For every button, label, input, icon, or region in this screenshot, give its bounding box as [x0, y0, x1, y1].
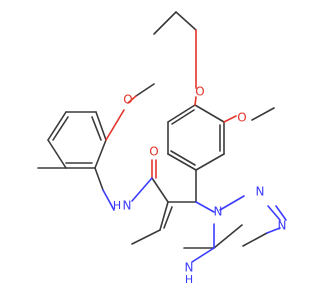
methoxy-oxygen-label-right: O	[237, 111, 246, 125]
carbonyl-oxygen-label: O	[149, 145, 158, 159]
nitrogen-bonds	[102, 177, 287, 263]
atom-labels: O O O O N H N N N N H	[113, 85, 287, 287]
oxygen-bonds	[105, 29, 237, 179]
amide-hydrogen-label: H	[113, 199, 121, 212]
ring-nitrogen-label-bottom: N	[185, 261, 194, 275]
amide-nitrogen-label: N	[123, 199, 132, 213]
triazole-nitrogen-label-top: N	[256, 185, 265, 199]
ethoxy-oxygen-label: O	[195, 85, 204, 99]
ring-hydrogen-label-bottom: H	[185, 273, 193, 286]
bridgehead-nitrogen-label: N	[214, 205, 223, 219]
carbon-bonds	[37, 11, 275, 249]
molecule-structure-diagram: O O O O N H N N N N H	[37, 11, 287, 287]
triazole-nitrogen-label-right: N	[278, 219, 287, 233]
methoxy-oxygen-label-left: O	[123, 93, 132, 107]
